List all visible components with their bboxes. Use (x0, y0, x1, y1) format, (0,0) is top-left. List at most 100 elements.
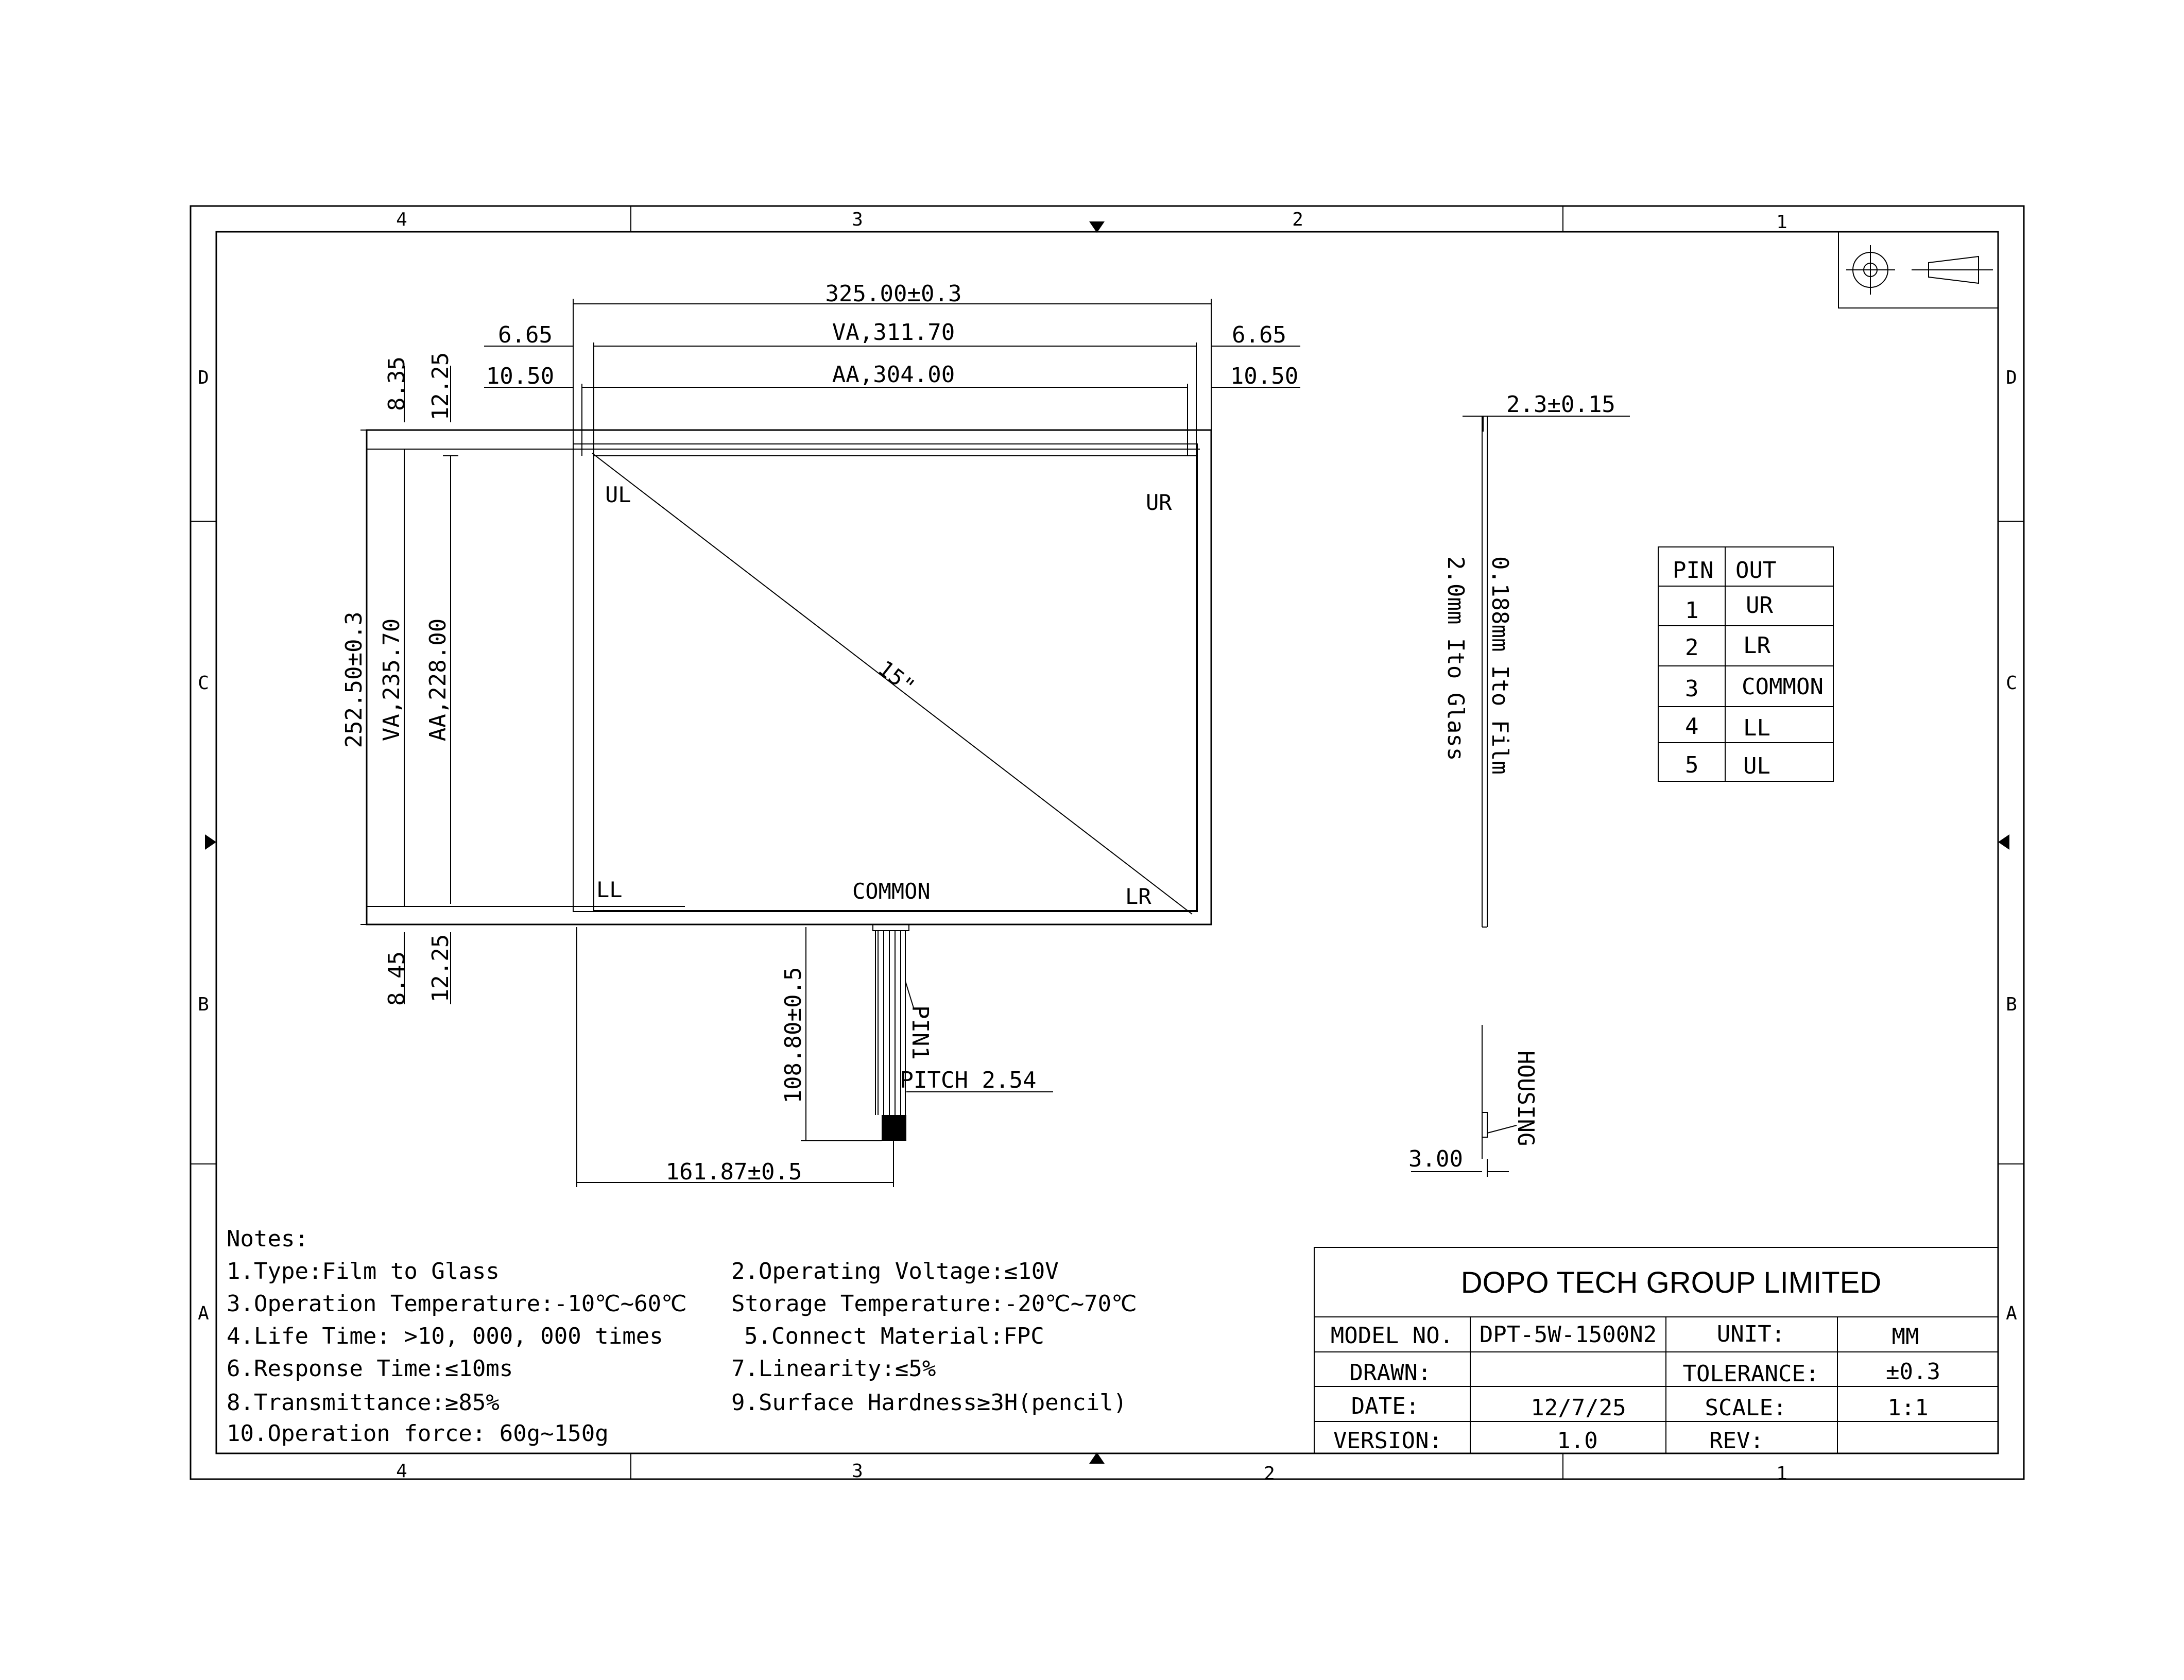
tolerance-label: TOLERANCE: (1683, 1361, 1819, 1387)
corner-lr-label: LR (1125, 884, 1151, 909)
housing-label: HOUSING (1512, 1051, 1539, 1146)
drawn-label: DRAWN: (1350, 1360, 1432, 1386)
zone-label-bottom-3: 3 (852, 1461, 863, 1482)
overall-height-dim: 252.50±0.3 (341, 612, 367, 748)
date-value: 12/7/25 (1530, 1395, 1626, 1421)
pin-table-pin: 3 (1685, 676, 1699, 702)
left-center-mark (205, 834, 216, 850)
note-item: 9.Surface Hardness≥3H(pencil) (731, 1390, 1127, 1416)
aa-height-dim: AA,228.00 (425, 619, 451, 741)
pin-table-pin: 5 (1685, 752, 1699, 778)
zone-label-right-d: D (2006, 367, 2017, 388)
left-aa-margin-dim: 10.50 (486, 363, 554, 389)
housing-dim: 3.00 (1408, 1146, 1463, 1172)
corner-ul-label: UL (605, 482, 631, 507)
side-view (1411, 416, 1630, 1177)
note-item: 7.Linearity:≤5% (731, 1356, 936, 1382)
pin-table-out: COMMON (1742, 674, 1824, 700)
zone-label-right-b: B (2006, 994, 2017, 1015)
top-va-margin-dim: 8.35 (384, 356, 410, 411)
pin1-label: PIN1 (907, 1005, 933, 1060)
scale-value: 1:1 (1887, 1395, 1928, 1421)
top-center-mark (1089, 221, 1105, 233)
bottom-center-mark (1089, 1452, 1105, 1464)
thickness-dim: 2.3±0.15 (1506, 391, 1615, 418)
note-item: 5.Connect Material:FPC (744, 1323, 1044, 1349)
note-item: 10.Operation force: 60g~150g (227, 1420, 609, 1447)
tolerance-value: ±0.3 (1886, 1359, 1940, 1385)
pin-table-header-pin: PIN (1673, 557, 1713, 584)
pin-table-header-out: OUT (1735, 557, 1776, 584)
pin-table-out: UR (1746, 592, 1773, 619)
fpc-tail (872, 924, 915, 1115)
zone-label-right-a: A (2006, 1303, 2017, 1324)
zone-label-left-b: B (198, 994, 209, 1015)
model-no-label: MODEL NO. (1331, 1323, 1453, 1349)
corner-ur-label: UR (1146, 490, 1172, 515)
corner-ll-label: LL (596, 877, 623, 902)
zone-label-top-4: 4 (396, 209, 407, 230)
right-center-mark (1998, 834, 2009, 850)
note-item: 3.Operation Temperature:-10℃~60℃ (227, 1291, 687, 1317)
note-item: 2.Operating Voltage:≤10V (731, 1258, 1059, 1284)
unit-label: UNIT: (1717, 1321, 1785, 1347)
aa-width-dim: AA,304.00 (832, 362, 955, 388)
fpc-connector-end (882, 1115, 906, 1141)
pin-table (1658, 546, 1834, 782)
zone-label-left-c: C (198, 673, 209, 694)
title-block (1314, 1247, 1999, 1454)
model-no-value: DPT-5W-1500N2 (1480, 1322, 1657, 1348)
pin-table-out: LL (1743, 715, 1770, 741)
va-height-dim: VA,235.70 (379, 619, 405, 741)
tail-offset-dim: 161.87±0.5 (666, 1159, 802, 1185)
top-aa-margin-dim: 12.25 (427, 352, 454, 420)
common-label: COMMON (852, 879, 931, 904)
note-item: 4.Life Time: >10, 000, 000 times (227, 1323, 663, 1349)
zone-label-bottom-4: 4 (396, 1461, 407, 1482)
notes-title: Notes: (227, 1226, 308, 1252)
pin-table-pin: 2 (1685, 635, 1699, 661)
version-label: VERSION: (1333, 1428, 1442, 1454)
zone-label-left-a: A (198, 1303, 209, 1324)
glass-label: 2.0mm Ito Glass (1442, 556, 1469, 761)
left-dimension-lines (360, 366, 463, 1004)
zone-label-right-c: C (2006, 673, 2017, 694)
panel-outline (366, 429, 1212, 925)
zone-label-top-1: 1 (1776, 212, 1787, 233)
projection-symbol-icon (1838, 231, 1999, 308)
top-dimension-lines (484, 299, 1300, 456)
pin-table-out: UL (1743, 753, 1770, 779)
note-item: 1.Type:Film to Glass (227, 1258, 500, 1284)
pin-table-pin: 4 (1685, 713, 1699, 740)
note-item: 8.Transmittance:≥85% (227, 1390, 500, 1416)
pin-table-out: LR (1743, 632, 1770, 659)
zone-label-left-d: D (198, 367, 209, 388)
unit-value: MM (1892, 1324, 1919, 1350)
tail-dimension-lines (576, 927, 1053, 1187)
pin-table-pin: 1 (1685, 597, 1699, 624)
pitch-dim: PITCH 2.54 (900, 1067, 1037, 1093)
zone-label-bottom-1: 1 (1776, 1463, 1787, 1484)
overall-width-dim: 325.00±0.3 (826, 281, 962, 307)
version-value: 1.0 (1557, 1428, 1597, 1454)
zone-label-top-2: 2 (1292, 209, 1303, 230)
company-name: DOPO TECH GROUP LIMITED (1461, 1266, 1881, 1299)
note-item: Storage Temperature:-20℃~70℃ (731, 1291, 1137, 1317)
date-label: DATE: (1351, 1393, 1419, 1419)
tail-length-dim: 108.80±0.5 (780, 967, 806, 1104)
zone-label-top-3: 3 (852, 209, 863, 230)
scale-label: SCALE: (1705, 1395, 1787, 1421)
right-aa-margin-dim: 10.50 (1230, 363, 1298, 389)
zone-label-bottom-2: 2 (1264, 1463, 1275, 1484)
film-label: 0.188mm Ito Film (1487, 556, 1513, 775)
left-va-margin-dim: 6.65 (498, 322, 553, 348)
right-va-margin-dim: 6.65 (1232, 322, 1286, 348)
bottom-aa-margin-dim: 12.25 (427, 934, 454, 1002)
drawing-border (190, 205, 2025, 1480)
rev-label: REV: (1709, 1428, 1764, 1454)
bottom-va-margin-dim: 8.45 (384, 951, 410, 1006)
diagonal-line (592, 453, 1193, 915)
va-width-dim: VA,311.70 (832, 319, 955, 346)
note-item: 6.Response Time:≤10ms (227, 1356, 513, 1382)
